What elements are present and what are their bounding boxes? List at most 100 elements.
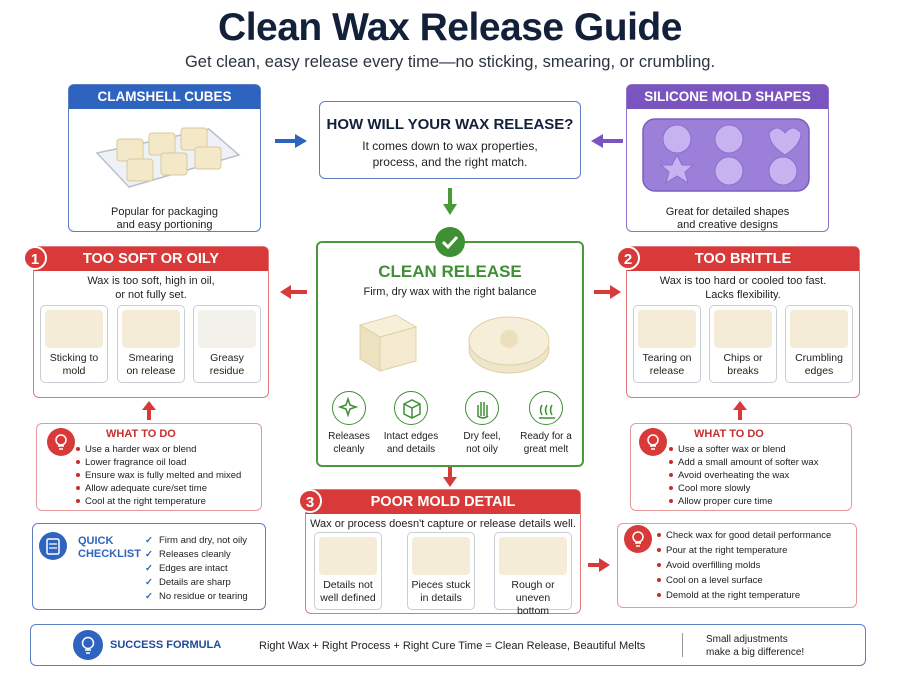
clean-release-subtitle: Firm, dry wax with the right balance: [363, 286, 537, 298]
detail-tip-item: Cool on a level surface: [657, 575, 763, 587]
too-soft-todo-item: Allow adequate cure/set time: [76, 483, 207, 495]
lightbulb-icon: [639, 428, 667, 456]
page-title: Clean Wax Release Guide: [218, 6, 682, 49]
too-soft-todo-item: Lower fragrance oil load: [76, 457, 186, 469]
too-brittle-todo-item: Avoid overheating the wax: [669, 470, 789, 482]
too-soft-todo-item: Ensure wax is fully melted and mixed: [76, 470, 241, 482]
too-soft-header: TOO SOFT OR OILY: [34, 247, 268, 271]
page-subtitle: Get clean, easy release every time—no st…: [184, 53, 716, 71]
clipboard-icon: [39, 532, 67, 560]
too-brittle-header: TOO BRITTLE: [627, 247, 859, 271]
silicone-caption-2: and creative designs: [677, 219, 778, 231]
clamshell-header: CLAMSHELL CUBES: [69, 85, 260, 109]
too-brittle-todo-item: Add a small amount of softer wax: [669, 457, 818, 469]
checklist-item: Releases cleanly: [145, 549, 231, 560]
number-badge-3: 3: [298, 489, 322, 513]
left-arrow-icon: [591, 134, 623, 148]
right-arrow-icon: [275, 134, 307, 148]
success-formula-bar: [30, 624, 866, 666]
sparkle-icon: [332, 391, 366, 425]
benefit-4-line-2: great melt: [523, 444, 569, 455]
question-box: HOW WILL YOUR WAX RELEASE? It comes down…: [319, 101, 581, 179]
question-line-2: process, and the right match.: [372, 155, 528, 169]
clean-release-title: CLEAN RELEASE: [378, 262, 522, 281]
checklist-item: Edges are intact: [145, 563, 228, 574]
benefit-1-line-1: Releases: [328, 431, 370, 442]
too-soft-todo-item: Use a harder wax or blend: [76, 444, 196, 456]
up-arrow-icon: [733, 401, 747, 420]
box-icon: [394, 391, 428, 425]
clamshell-panel: CLAMSHELL CUBES Popular for packaging an…: [68, 84, 261, 232]
benefit-4-line-1: Ready for a: [520, 431, 572, 442]
left-arrow-icon: [280, 285, 307, 299]
detail-tip-item: Avoid overfilling molds: [657, 560, 760, 572]
poor-detail-header: POOR MOLD DETAIL: [306, 490, 580, 514]
poor-detail-desc: Wax or process doesn't capture or releas…: [310, 518, 576, 530]
too-brittle-desc-2: Lacks flexibility.: [705, 289, 781, 301]
silicone-panel: SILICONE MOLD SHAPES Great for detailed …: [626, 84, 829, 232]
benefit-3-line-1: Dry feel,: [463, 431, 501, 442]
too-brittle-todo-item: Allow proper cure time: [669, 496, 773, 508]
formula-note-1: Small adjustments: [706, 634, 788, 645]
checklist-item: No residue or tearing: [145, 591, 248, 602]
too-soft-todo-item: Cool at the right temperature: [76, 496, 206, 508]
benefit-2-line-2: and details: [386, 444, 436, 455]
detail-tip-item: Demold at the right temperature: [657, 590, 800, 602]
lightbulb-icon: [73, 630, 103, 660]
lightbulb-icon: [47, 428, 75, 456]
checklist-title-2: CHECKLIST: [78, 548, 141, 560]
wax-flower-image: [468, 316, 550, 374]
formula-note-2: make a big difference!: [706, 647, 805, 658]
number-badge-1: 1: [23, 246, 47, 270]
checklist-title-1: QUICK: [78, 535, 114, 547]
clamshell-caption-2: and easy portioning: [116, 219, 213, 231]
hand-icon: [465, 391, 499, 425]
detail-tip-item: Pour at the right temperature: [657, 545, 787, 557]
benefit-2-line-1: Intact edges: [383, 431, 439, 442]
too-brittle-desc-1: Wax is too hard or cooled too fast.: [659, 275, 827, 287]
too-brittle-todo-item: Use a softer wax or blend: [669, 444, 786, 456]
check-circle-icon: [435, 227, 465, 257]
too-soft-desc-1: Wax is too soft, high in oil,: [87, 275, 215, 287]
detail-tip-item: Check wax for good detail performance: [657, 530, 831, 542]
checklist-item: Details are sharp: [145, 577, 231, 588]
formula-divider: [682, 633, 683, 657]
success-formula-text: Right Wax + Right Process + Right Cure T…: [259, 640, 646, 652]
clamshell-image: [95, 127, 241, 188]
down-arrow-icon: [443, 188, 457, 215]
question-line-1: It comes down to wax properties,: [362, 139, 538, 153]
success-formula-label: SUCCESS FORMULA: [110, 639, 222, 651]
too-soft-desc-2: or not fully set.: [115, 289, 187, 301]
number-badge-2: 2: [616, 246, 640, 270]
silicone-mold-image: [642, 118, 810, 192]
clamshell-caption-1: Popular for packaging: [110, 206, 218, 218]
too-soft-todo-title: WHAT TO DO: [106, 428, 176, 440]
silicone-header: SILICONE MOLD SHAPES: [627, 85, 828, 109]
too-brittle-todo-title: WHAT TO DO: [694, 428, 764, 440]
checklist-item: Firm and dry, not oily: [145, 535, 247, 546]
right-arrow-icon: [594, 285, 621, 299]
benefit-3-line-2: not oily: [466, 444, 498, 455]
clean-release-panel: CLEAN RELEASE Firm, dry wax with the rig…: [316, 241, 584, 467]
up-arrow-icon: [142, 401, 156, 420]
too-brittle-todo-item: Cool more slowly: [669, 483, 750, 495]
steam-icon: [529, 391, 563, 425]
wax-cube-image: [358, 314, 418, 372]
down-arrow-icon: [443, 467, 457, 487]
